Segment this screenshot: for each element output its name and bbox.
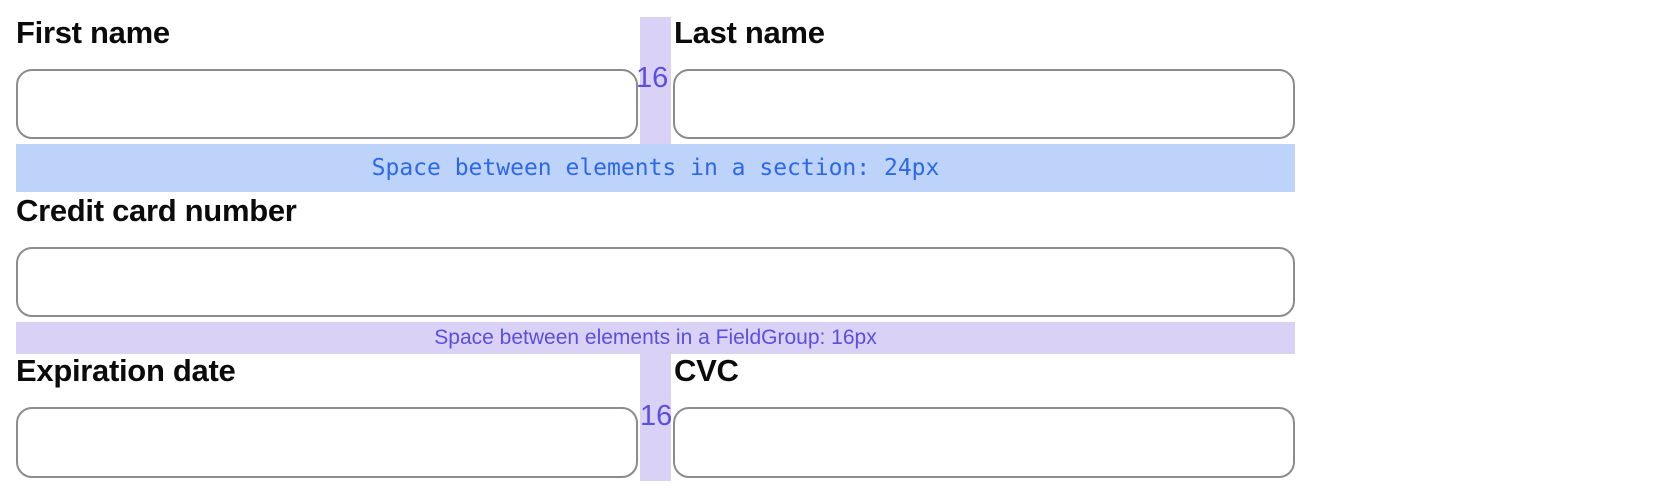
cvc-label: CVC <box>674 353 739 388</box>
section-spacing-band: Space between elements in a section: 24p… <box>16 144 1295 192</box>
expiration-date-label: Expiration date <box>16 353 236 388</box>
credit-card-input[interactable] <box>16 247 1295 317</box>
fieldgroup-spacing-band: Space between elements in a FieldGroup: … <box>16 322 1295 354</box>
last-name-input[interactable] <box>673 69 1295 139</box>
last-name-label: Last name <box>674 15 825 50</box>
first-name-label: First name <box>16 15 170 50</box>
credit-card-label: Credit card number <box>16 193 297 228</box>
column-gap-band-bottom <box>640 354 671 481</box>
column-gap-value-top: 16 <box>636 62 669 94</box>
column-gap-band-top <box>640 17 671 144</box>
cvc-input[interactable] <box>673 407 1295 478</box>
expiration-date-input[interactable] <box>16 407 638 478</box>
first-name-input[interactable] <box>16 69 638 139</box>
column-gap-value-bottom: 16 <box>640 400 673 432</box>
